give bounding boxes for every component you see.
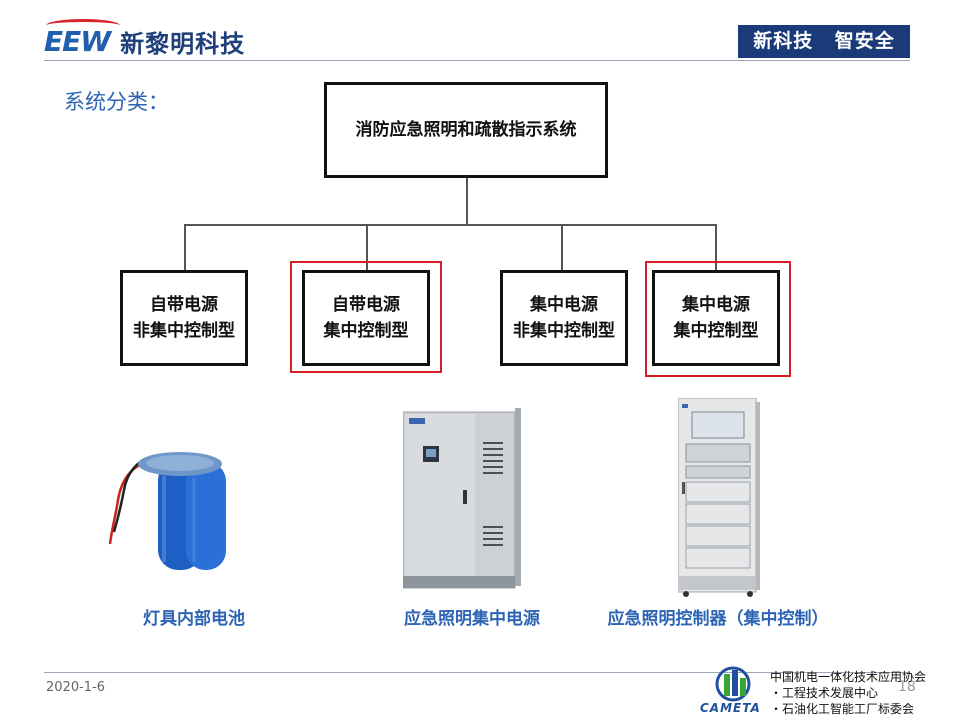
connector-horizontal-bar xyxy=(184,224,717,226)
org-name-line: ・石油化工智能工厂标委会 xyxy=(770,702,915,716)
power-cabinet-icon xyxy=(403,408,521,589)
diagram-child-node: 自带电源 集中控制型 xyxy=(302,270,430,366)
product-caption: 应急照明控制器（集中控制） xyxy=(607,609,829,629)
connector-root-down xyxy=(466,178,468,224)
cameta-logo-icon xyxy=(715,666,751,702)
connector-child-1 xyxy=(184,224,186,270)
logo-arc-icon xyxy=(46,18,120,32)
battery-pack-icon xyxy=(108,452,226,570)
org-name-line: ・工程技术发展中心 xyxy=(770,686,879,700)
highlight-frame xyxy=(290,261,442,373)
eew-logo-mark: EEW xyxy=(44,18,120,58)
connector-child-3 xyxy=(561,224,563,270)
highlight-frame xyxy=(645,261,791,377)
diagram-child-node: 集中电源 集中控制型 xyxy=(652,270,780,366)
connector-child-4 xyxy=(715,224,717,270)
diagram-root-node: 消防应急照明和疏散指示系统 xyxy=(324,82,608,178)
controller-cabinet-icon xyxy=(678,398,760,597)
slogan-badge: 新科技 智安全 xyxy=(738,25,910,58)
product-caption: 灯具内部电池 xyxy=(143,609,245,629)
org-name-line: 中国机电一体化技术应用协会 xyxy=(770,670,927,684)
page-number: 18 xyxy=(898,679,916,695)
diagram-child-node: 自带电源 非集中控制型 xyxy=(120,270,248,366)
cameta-logo-text: CAMETA xyxy=(700,701,761,715)
slide-date: 2020-1-6 xyxy=(46,680,106,695)
footer-divider xyxy=(44,672,910,673)
company-name: 新黎明科技 xyxy=(120,29,246,58)
company-logo: EEW 新黎明科技 xyxy=(44,18,246,58)
section-title: 系统分类： xyxy=(64,90,169,114)
connector-child-2 xyxy=(366,224,368,270)
diagram-child-node: 集中电源 非集中控制型 xyxy=(500,270,628,366)
header-divider xyxy=(44,60,910,61)
root-node-label: 消防应急照明和疏散指示系统 xyxy=(355,120,577,140)
product-caption: 应急照明集中电源 xyxy=(404,609,540,629)
